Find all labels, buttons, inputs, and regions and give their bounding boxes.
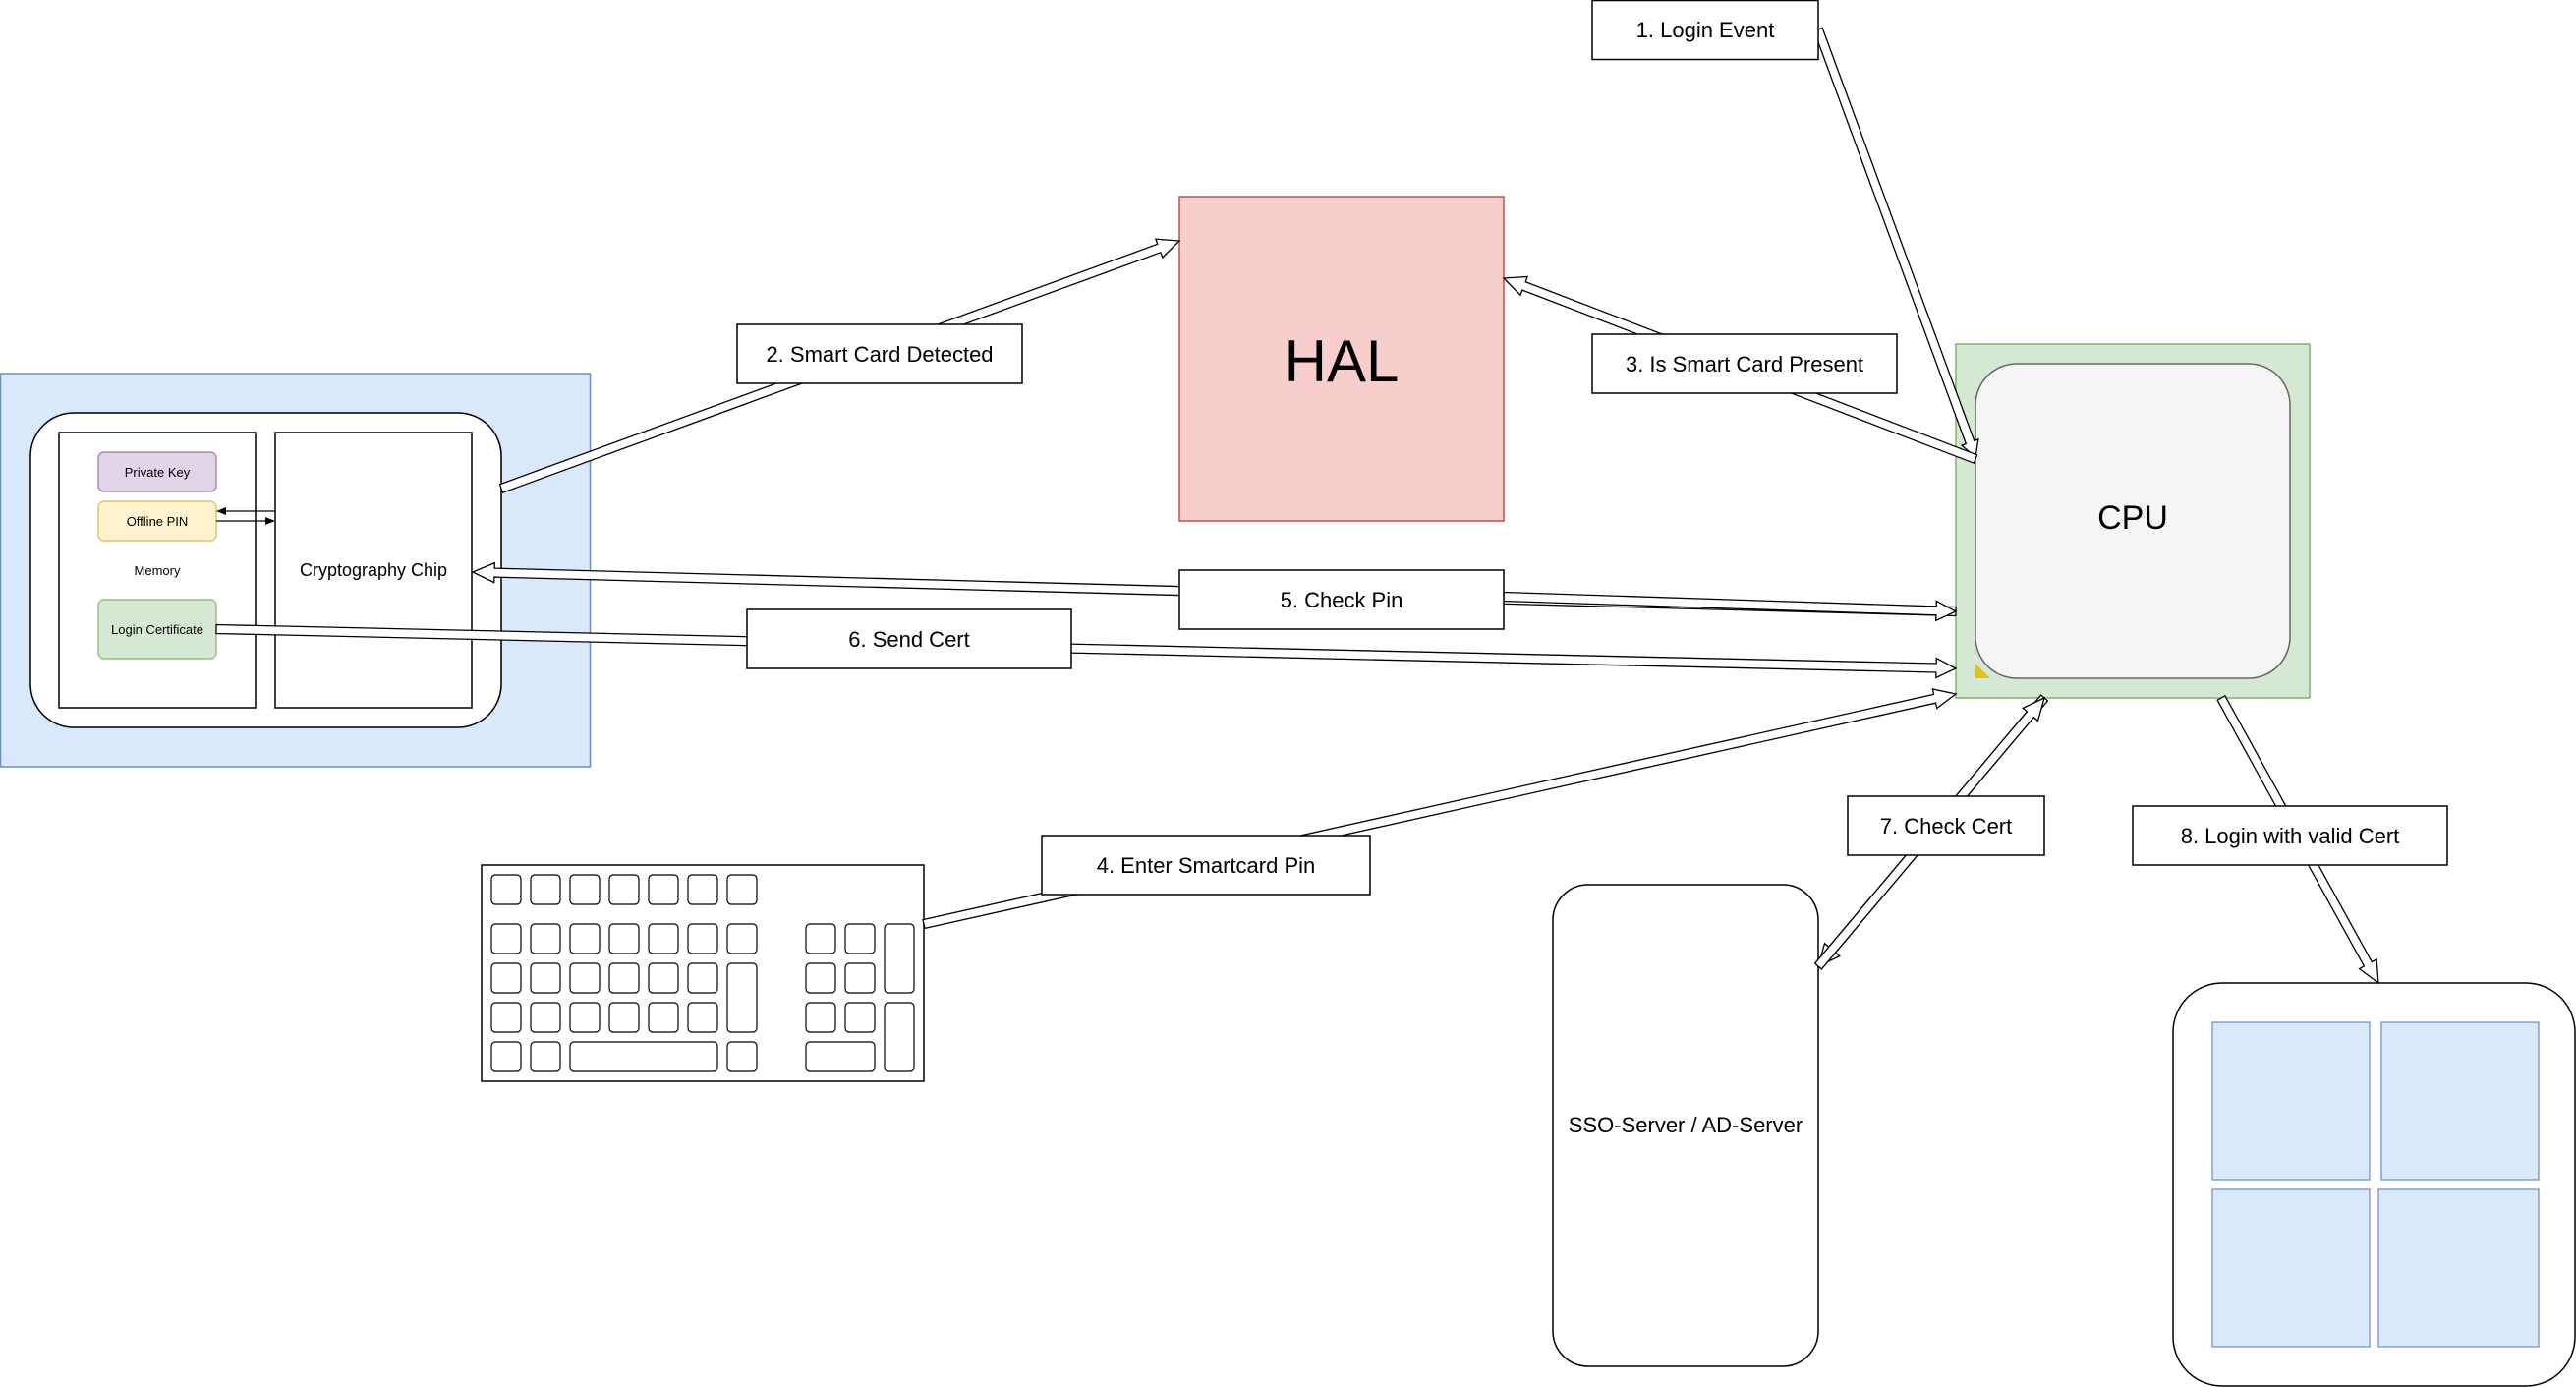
- keyboard-key: [805, 1002, 836, 1033]
- keyboard-key: [726, 874, 758, 905]
- keyboard-key: [687, 962, 718, 994]
- keyboard-key: [726, 923, 758, 954]
- step-7-check-cert: 7. Check Cert: [1847, 795, 2045, 856]
- step-2-label: 2. Smart Card Detected: [766, 342, 993, 367]
- keyboard-key: [569, 874, 601, 905]
- sso-server-box: [1552, 884, 1819, 1367]
- sso-server-label: SSO-Server / AD-Server: [1569, 1113, 1803, 1137]
- cpu-corner-marker: [1975, 664, 1990, 678]
- screen-tile-bottom-right: [2377, 1188, 2540, 1348]
- keyboard-key: [687, 923, 718, 954]
- keyboard-key: [844, 962, 876, 994]
- keyboard-key: [608, 962, 640, 994]
- arrow-chip-to-cpu-check-pin: [1503, 591, 1958, 622]
- keyboard-key-numpad-plus: [884, 923, 915, 994]
- step-7-label: 7. Check Cert: [1880, 814, 2013, 838]
- keyboard-key: [569, 923, 601, 954]
- keyboard-key: [490, 1002, 522, 1033]
- crypto-chip-label: Cryptography Chip: [300, 560, 447, 580]
- keyboard-key-enter: [726, 962, 758, 1033]
- keyboard-key: [648, 923, 679, 954]
- keyboard-key: [530, 1041, 561, 1072]
- keyboard-key: [530, 962, 561, 994]
- step-3-label: 3. Is Smart Card Present: [1626, 352, 1863, 376]
- step-3-is-smart-card-present: 3. Is Smart Card Present: [1591, 333, 1898, 394]
- keyboard-key: [648, 1002, 679, 1033]
- hal-label: HAL: [1285, 328, 1400, 394]
- step-4-label: 4. Enter Smartcard Pin: [1097, 853, 1316, 878]
- keyboard-key: [687, 1002, 718, 1033]
- step-2-smart-card-detected: 2. Smart Card Detected: [736, 323, 1023, 384]
- step-5-label: 5. Check Pin: [1281, 588, 1403, 612]
- keyboard-key: [608, 874, 640, 905]
- step-8-login-with-valid-cert: 8. Login with valid Cert: [2132, 805, 2448, 866]
- step-1-login-event: 1. Login Event: [1591, 0, 1819, 61]
- pin-chip-connector: [216, 507, 275, 525]
- step-4-enter-smartcard-pin: 4. Enter Smartcard Pin: [1041, 835, 1371, 896]
- step-6-label: 6. Send Cert: [848, 627, 970, 652]
- keyboard-key: [805, 923, 836, 954]
- keyboard-key: [648, 874, 679, 905]
- login-certificate-label: Login Certificate: [111, 622, 203, 637]
- private-key-box: [97, 451, 217, 492]
- hal-box: [1178, 196, 1505, 522]
- keyboard-key: [530, 923, 561, 954]
- keyboard-key: [490, 874, 522, 905]
- keyboard-key: [608, 923, 640, 954]
- keyboard-key: [569, 962, 601, 994]
- keyboard-key: [648, 962, 679, 994]
- cpu-label: CPU: [2097, 499, 2168, 537]
- screen-tile-bottom-left: [2211, 1188, 2371, 1348]
- keyboard-key: [608, 1002, 640, 1033]
- keyboard-key: [844, 1002, 876, 1033]
- crypto-chip-box: [274, 432, 473, 709]
- keyboard-key: [530, 1002, 561, 1033]
- keyboard: [481, 864, 925, 1082]
- cpu-core: [1975, 363, 2291, 679]
- screen-tile-top-left: [2211, 1021, 2371, 1181]
- keyboard-key-space: [569, 1041, 718, 1072]
- screen-tile-top-right: [2380, 1021, 2540, 1181]
- step-6-send-cert: 6. Send Cert: [746, 608, 1072, 669]
- arrow-login-event-to-cpu: [1812, 27, 1979, 459]
- keyboard-key: [569, 1002, 601, 1033]
- keyboard-key-numpad-enter: [884, 1002, 915, 1072]
- keyboard-key: [687, 874, 718, 905]
- offline-pin-label: Offline PIN: [127, 514, 189, 529]
- memory-label: Memory: [135, 563, 181, 578]
- keyboard-key: [490, 1041, 522, 1072]
- step-1-label: 1. Login Event: [1636, 18, 1775, 42]
- step-8-label: 8. Login with valid Cert: [2181, 824, 2400, 848]
- keyboard-key: [805, 962, 836, 994]
- keyboard-key: [490, 923, 522, 954]
- keyboard-key-numpad-zero: [805, 1041, 876, 1072]
- private-key-label: Private Key: [125, 465, 191, 480]
- step-5-check-pin: 5. Check Pin: [1178, 569, 1505, 630]
- keyboard-key: [530, 874, 561, 905]
- keyboard-key: [726, 1041, 758, 1072]
- arrow-cert-to-cpu: [215, 623, 1958, 679]
- keyboard-key: [490, 962, 522, 994]
- keyboard-key: [844, 923, 876, 954]
